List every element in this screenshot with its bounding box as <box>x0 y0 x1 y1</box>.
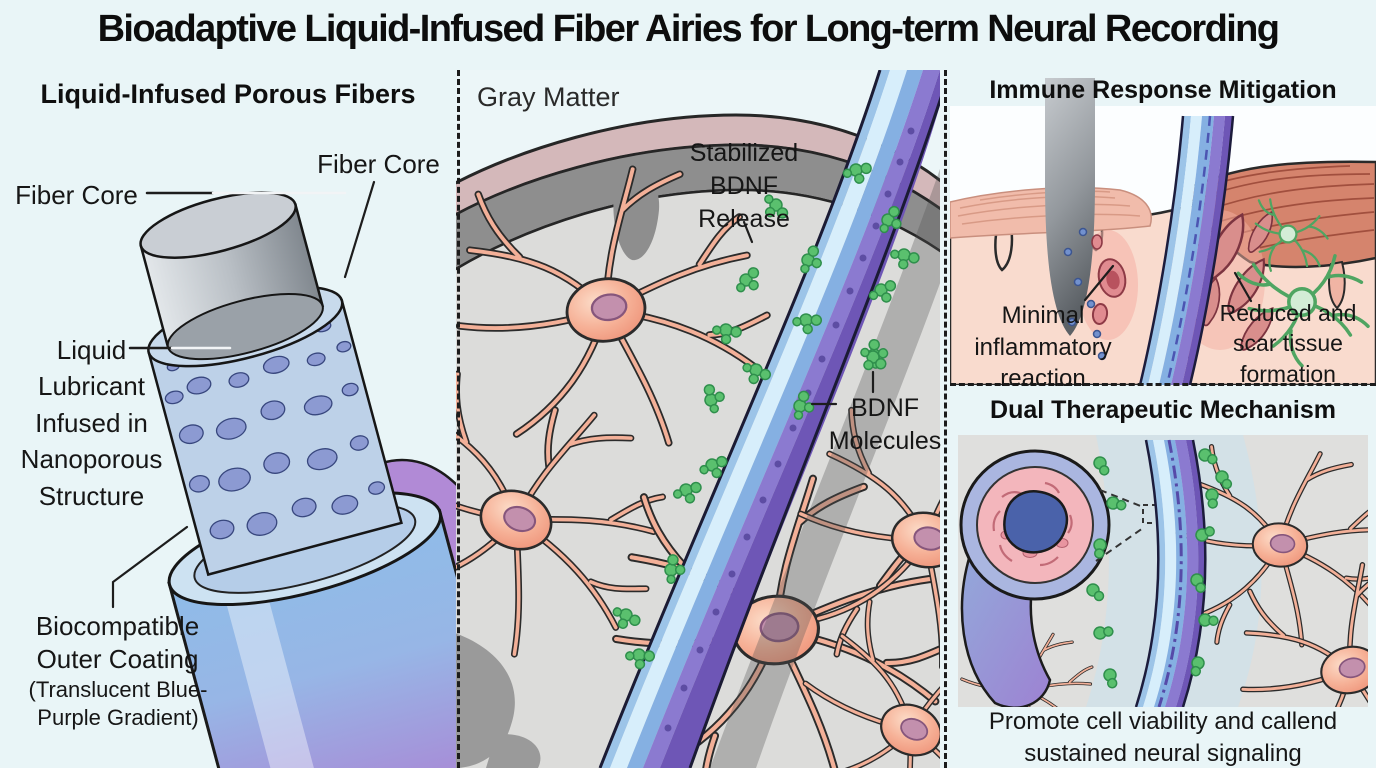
fiber-cross-section <box>959 449 1111 707</box>
fiber-core-cylinder <box>139 191 325 361</box>
panel-header-fibers: Liquid-Infused Porous Fibers <box>40 79 416 109</box>
implant-fiber <box>1138 115 1235 385</box>
panel-header-gray-matter: Gray Matter <box>477 82 620 112</box>
panel-header-dual: Dual Therapeutic Mechanism <box>990 396 1336 424</box>
label-liquid-lubricant: Liquid Lubricant Infused in Nanoporous S… <box>20 335 163 511</box>
implant-fiber <box>598 70 940 768</box>
page-title: Bioadaptive Liquid-Infused Fiber Airies … <box>97 8 1280 50</box>
porous-fiber-illustration <box>111 180 456 768</box>
label-minimal-inflammation: Minimal inflammatory reaction <box>974 302 1112 393</box>
label-bdnf-release: Stabilized BDNF Release <box>689 139 799 233</box>
gray-matter-illustration <box>456 70 940 768</box>
label-biocompatible-coating: Biocompatible Outer Coating <box>35 611 200 674</box>
label-pointer-lines <box>111 180 376 609</box>
pointer-lines <box>742 220 875 406</box>
caption-dual-mechanism: Promote cell viability and callend susta… <box>988 708 1338 768</box>
label-fiber-core-left: Fiber Core <box>15 180 138 210</box>
inflammation-cells <box>1063 227 1127 361</box>
electrode-dots <box>664 127 915 732</box>
immune-response-illustration <box>950 78 1376 385</box>
label-reduced-scar: Reduced and scar tissue formation <box>1219 300 1357 387</box>
panel-header-immune: Immune Response Mitigation <box>989 76 1337 104</box>
panel-divider-horizontal <box>950 383 1376 386</box>
panel-divider-vertical <box>457 70 460 768</box>
label-fiber-core-right: Fiber Core <box>317 149 440 179</box>
dual-mechanism-illustration <box>958 435 1368 707</box>
label-bdnf-molecules: BDNF Molecules <box>828 394 942 455</box>
label-coating-sub: (Translucent Blue-Purple Gradient) <box>28 677 208 730</box>
fiber-shadow <box>710 168 940 768</box>
fiber-3d-cutaway <box>139 191 456 768</box>
pointer-lines <box>1083 264 1253 303</box>
coating-highlight <box>225 575 347 768</box>
implant-fiber <box>1134 439 1207 707</box>
rigid-probe <box>1045 78 1095 336</box>
panel-divider-vertical <box>944 70 947 768</box>
